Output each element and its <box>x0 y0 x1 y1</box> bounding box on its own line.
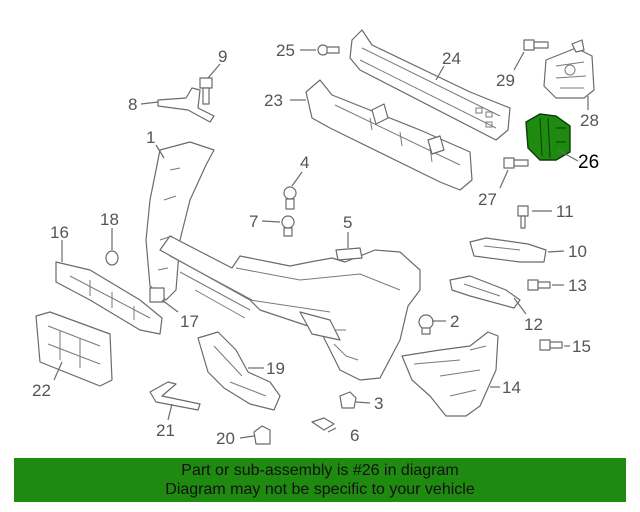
callout-10: 10 <box>568 242 587 261</box>
part-8-bracket <box>157 87 215 123</box>
part-2-clip <box>418 314 434 335</box>
leader-lines <box>53 49 589 439</box>
callout-5: 5 <box>343 213 352 232</box>
part-6-clip <box>311 417 335 431</box>
callout-13: 13 <box>568 276 587 295</box>
callout-9: 9 <box>218 47 227 66</box>
callout-11: 11 <box>556 202 574 221</box>
part-17-clip <box>149 287 165 303</box>
callout-21: 21 <box>156 421 175 440</box>
callout-7: 7 <box>249 212 258 231</box>
part-5-emblem <box>335 247 363 261</box>
part-11-bolt <box>517 205 529 229</box>
callout-8: 8 <box>128 95 137 114</box>
info-banner: Part or sub-assembly is #26 in diagram D… <box>14 458 626 502</box>
callout-3: 3 <box>374 394 383 413</box>
part-24-bumper-reinforcement <box>349 29 511 141</box>
part-25-bolt <box>317 44 340 56</box>
callout-12: 12 <box>524 315 543 334</box>
part-4-clip <box>283 186 297 210</box>
part-28-bracket <box>543 39 595 99</box>
banner-line-disclaimer: Diagram may not be specific to your vehi… <box>165 481 475 498</box>
callout-18: 18 <box>100 210 119 229</box>
callout-4: 4 <box>300 153 309 172</box>
callout-19: 19 <box>266 359 285 378</box>
callout-labels: 1 2 3 4 5 6 7 8 9 10 11 12 13 14 15 16 1… <box>32 41 599 448</box>
part-13-bolt <box>527 279 551 291</box>
banner-line-part: Part or sub-assembly is #26 in diagram <box>181 462 459 479</box>
callout-28: 28 <box>580 111 599 130</box>
part-18-grommet <box>105 250 119 266</box>
callout-23: 23 <box>264 91 283 110</box>
part-19-grille-bracket <box>197 331 281 411</box>
parts-diagram: 1 2 3 4 5 6 7 8 9 10 11 12 13 14 15 16 1… <box>32 29 599 448</box>
part-1-side-support <box>145 141 215 301</box>
callout-14: 14 <box>502 378 521 397</box>
part-7-clip <box>281 215 295 237</box>
callout-16: 16 <box>50 223 69 242</box>
part-26-bracket-highlighted <box>525 113 571 161</box>
part-27-bolt <box>503 157 529 169</box>
part-bumper-cover <box>159 235 421 381</box>
part-29-bolt <box>523 39 549 51</box>
callout-6: 6 <box>350 426 359 445</box>
part-9-bolt <box>199 77 213 105</box>
callout-25: 25 <box>276 41 295 60</box>
part-21-molding <box>149 381 201 411</box>
part-15-bolt <box>539 339 563 351</box>
callout-20: 20 <box>216 429 235 448</box>
callout-1: 1 <box>146 128 155 147</box>
part-16-bracket <box>55 261 163 335</box>
part-22-license-bracket <box>35 311 113 387</box>
callout-2: 2 <box>450 312 459 331</box>
callout-17: 17 <box>180 312 199 331</box>
part-3-clip <box>339 391 357 409</box>
callout-26: 26 <box>578 152 599 173</box>
callout-15: 15 <box>572 337 591 356</box>
callout-24: 24 <box>442 49 461 68</box>
part-20-clip <box>253 425 271 445</box>
part-14-side-bracket <box>401 331 499 417</box>
callout-29: 29 <box>496 71 515 90</box>
callout-27: 27 <box>478 190 497 209</box>
part-10-bracket <box>469 237 547 263</box>
part-23-energy-absorber <box>305 79 473 191</box>
callout-22: 22 <box>32 381 51 400</box>
part-12-bracket <box>449 275 521 309</box>
part-26-shape <box>525 113 571 161</box>
